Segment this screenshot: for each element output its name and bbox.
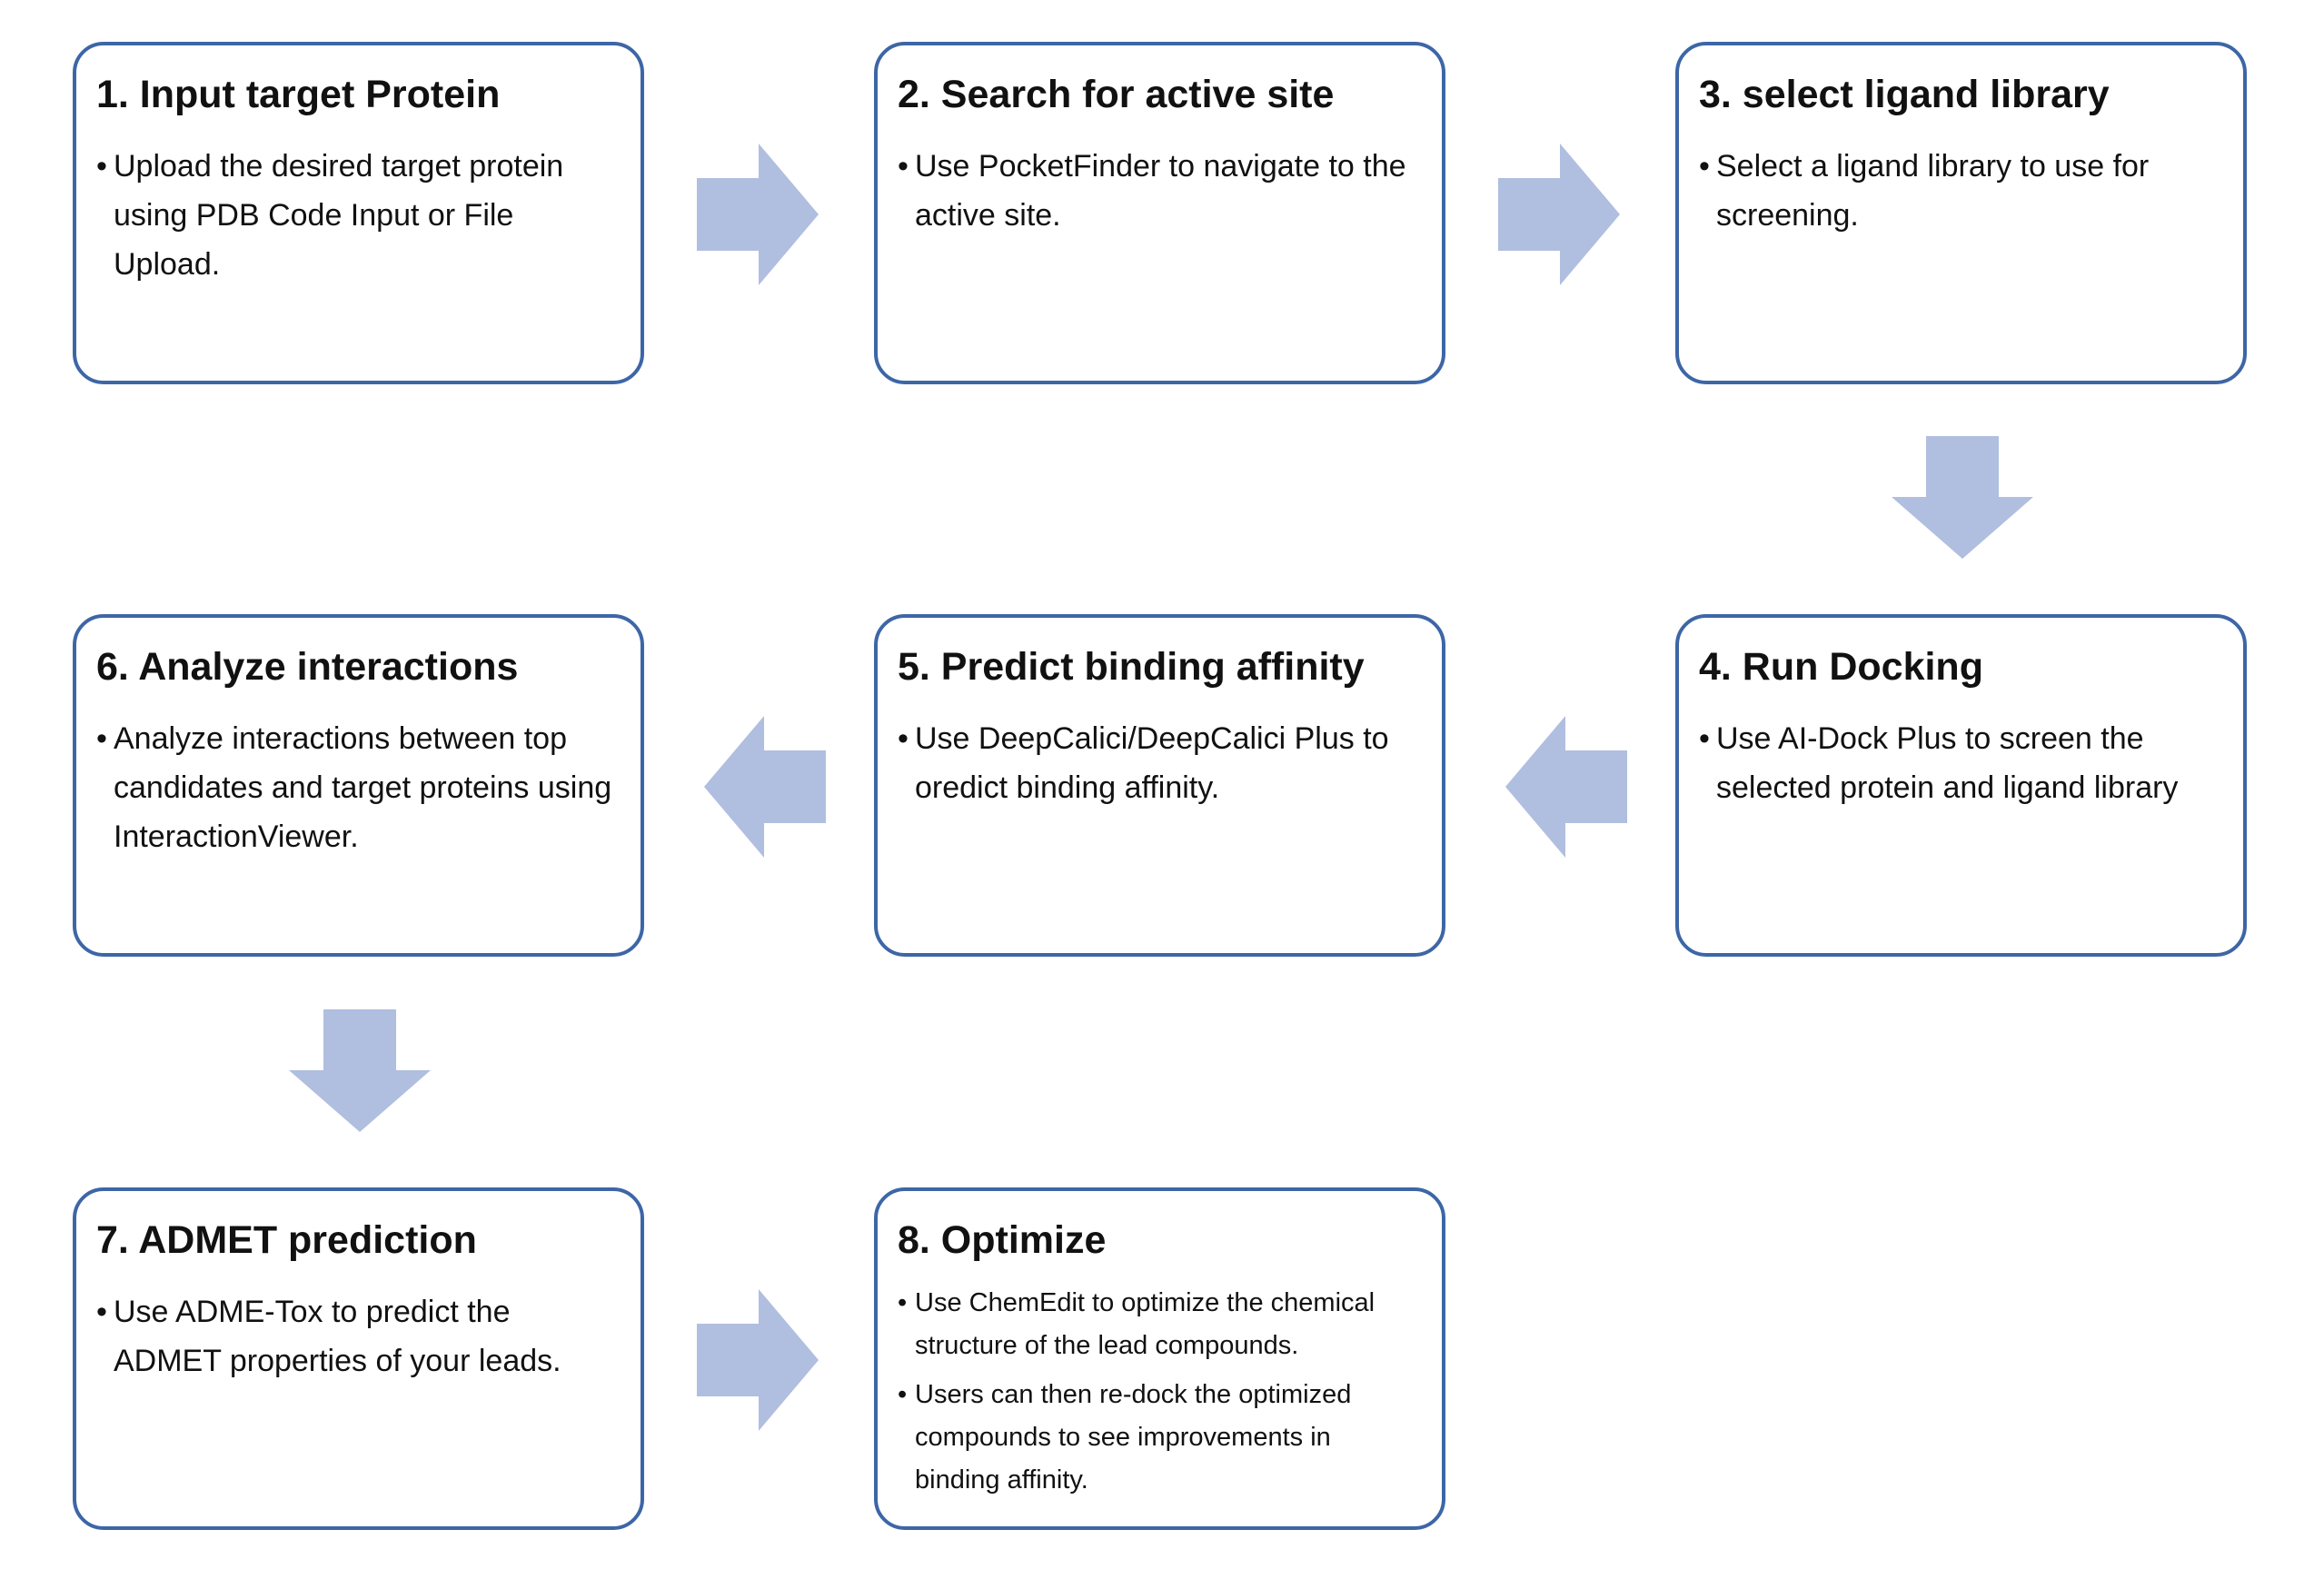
- step-title: 2. Search for active site: [898, 73, 1335, 116]
- step-bullet-list: Select a ligand library to use for scree…: [1699, 142, 2223, 240]
- arrow-left-icon: [704, 716, 826, 858]
- step-bullet: Use DeepCalici/DeepCalici Plus to oredic…: [898, 714, 1422, 812]
- step-bullet: Select a ligand library to use for scree…: [1699, 142, 2223, 240]
- step-bullet-list: Use PocketFinder to navigate to the acti…: [898, 142, 1422, 240]
- step-title: 4. Run Docking: [1699, 645, 1983, 689]
- arrow-down-icon: [289, 1009, 431, 1132]
- step-bullet-list: Use ADME-Tox to predict the ADMET proper…: [96, 1287, 621, 1385]
- step-bullet: Use ADME-Tox to predict the ADMET proper…: [96, 1287, 621, 1385]
- step-bullet: Analyze interactions between top candida…: [96, 714, 621, 861]
- step-4-box: 4. Run Docking Use AI-Dock Plus to scree…: [1675, 614, 2247, 957]
- step-5-box: 5. Predict binding affinity Use DeepCali…: [874, 614, 1445, 957]
- arrow-down-icon: [1892, 436, 2033, 559]
- step-bullet: Use ChemEdit to optimize the chemical st…: [898, 1282, 1422, 1367]
- step-bullet-list: Use AI-Dock Plus to screen the selected …: [1699, 714, 2223, 812]
- step-title: 7. ADMET prediction: [96, 1218, 477, 1262]
- step-title: 6. Analyze interactions: [96, 645, 519, 689]
- step-bullet: Use PocketFinder to navigate to the acti…: [898, 142, 1422, 240]
- step-title: 8. Optimize: [898, 1218, 1107, 1262]
- step-bullet: Upload the desired target protein using …: [96, 142, 621, 289]
- step-title: 1. Input target Protein: [96, 73, 501, 116]
- arrow-right-icon: [697, 144, 819, 285]
- step-3-box: 3. select ligand library Select a ligand…: [1675, 42, 2247, 384]
- step-bullet-list: Use ChemEdit to optimize the chemical st…: [898, 1282, 1422, 1502]
- step-8-box: 8. Optimize Use ChemEdit to optimize the…: [874, 1187, 1445, 1530]
- step-bullet: Use AI-Dock Plus to screen the selected …: [1699, 714, 2223, 812]
- arrow-right-icon: [1498, 144, 1620, 285]
- arrow-left-icon: [1505, 716, 1627, 858]
- step-bullet-list: Use DeepCalici/DeepCalici Plus to oredic…: [898, 714, 1422, 812]
- step-bullet: Users can then re-dock the optimized com…: [898, 1374, 1422, 1502]
- step-title: 5. Predict binding affinity: [898, 645, 1365, 689]
- step-7-box: 7. ADMET prediction Use ADME-Tox to pred…: [73, 1187, 644, 1530]
- step-2-box: 2. Search for active site Use PocketFind…: [874, 42, 1445, 384]
- step-1-box: 1. Input target Protein Upload the desir…: [73, 42, 644, 384]
- step-bullet-list: Analyze interactions between top candida…: [96, 714, 621, 861]
- step-bullet-list: Upload the desired target protein using …: [96, 142, 621, 289]
- step-title: 3. select ligand library: [1699, 73, 2110, 116]
- step-6-box: 6. Analyze interactions Analyze interact…: [73, 614, 644, 957]
- arrow-right-icon: [697, 1289, 819, 1431]
